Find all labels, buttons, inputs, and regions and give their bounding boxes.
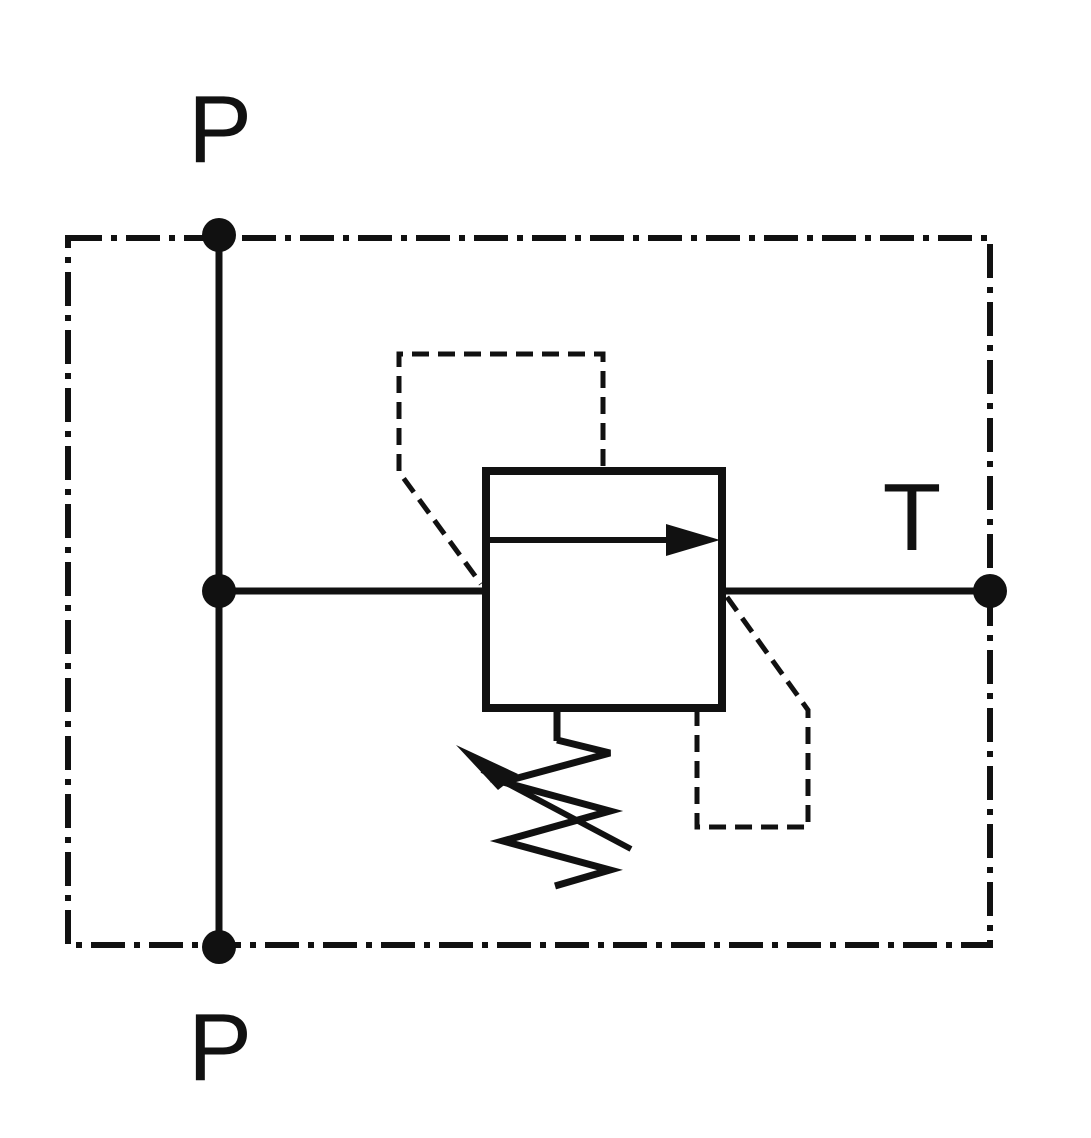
adjust-arrow-head-icon xyxy=(456,745,518,790)
spring-icon xyxy=(489,736,624,890)
connection-node-bottom xyxy=(202,930,236,964)
flow-arrow-icon xyxy=(666,524,720,556)
pilot-line-bottom xyxy=(694,595,811,830)
connection-node-tank xyxy=(973,574,1007,608)
connection-node-middle xyxy=(202,574,236,608)
port-label-tank: T xyxy=(883,464,942,571)
pilot-line-top xyxy=(396,351,606,586)
valve-envelope xyxy=(482,467,726,712)
port-label-bottom: P xyxy=(188,994,252,1101)
adjust-arrow-line xyxy=(480,767,633,852)
component-enclosure xyxy=(65,235,993,948)
connection-node-top xyxy=(202,218,236,252)
port-label-top: P xyxy=(188,76,252,183)
